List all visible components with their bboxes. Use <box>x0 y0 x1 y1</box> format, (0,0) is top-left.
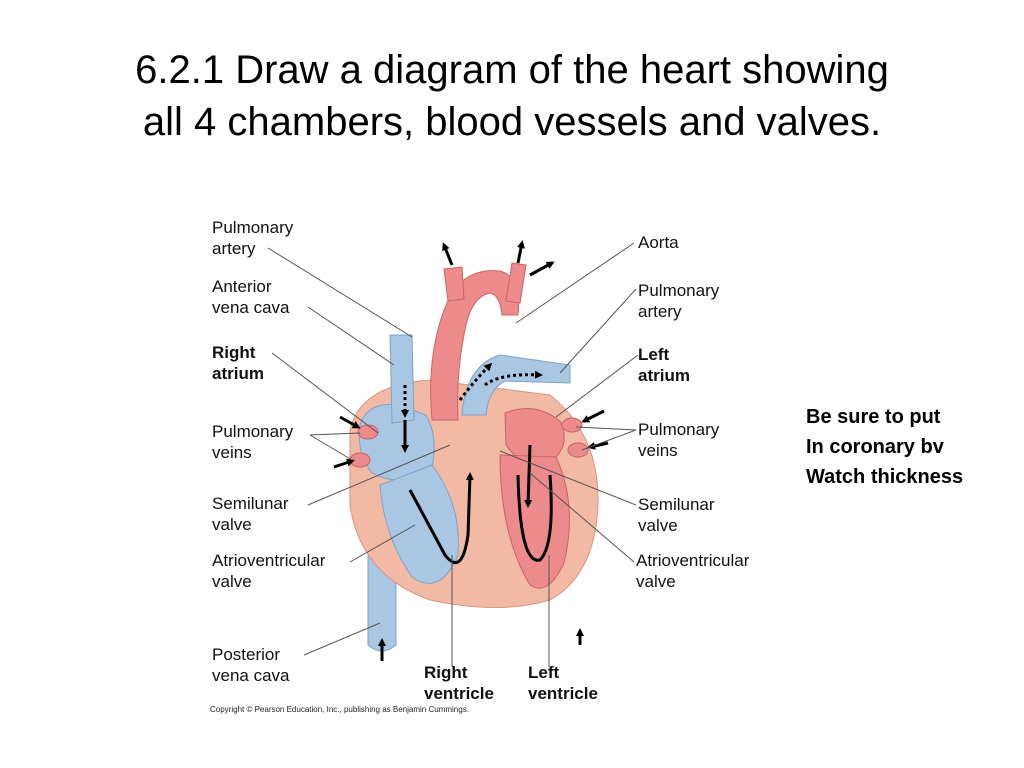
label-pulmonary-veins-right: Pulmonary veins <box>638 420 720 460</box>
aorta-branch-2 <box>505 262 527 304</box>
slide-title: 6.2.1 Draw a diagram of the heart showin… <box>0 44 1024 148</box>
heart-illustration <box>267 240 639 667</box>
aorta-branch-1 <box>443 266 465 302</box>
blood-flow-arrows <box>333 240 609 661</box>
note-line-1: Be sure to put <box>806 406 941 428</box>
pulmonary-vein-left-2 <box>349 452 371 468</box>
label-aorta: Aorta <box>638 233 679 252</box>
note-line-3: Watch thickness <box>806 466 964 488</box>
right-ventricle-chamber <box>379 464 459 584</box>
label-pulmonary-artery-right: Pulmonary artery <box>638 281 720 321</box>
pulmonary-vein-right-2 <box>567 442 589 458</box>
label-right-ventricle: Right ventricle <box>424 663 494 703</box>
label-anterior-vena-cava: Anterior vena cava <box>212 277 290 317</box>
label-right-atrium: Right atrium <box>212 343 264 383</box>
label-pulmonary-artery-left: Pulmonary artery <box>212 218 294 258</box>
anterior-vena-cava-vessel <box>389 334 415 424</box>
label-pulmonary-veins-left: Pulmonary veins <box>212 422 294 462</box>
label-posterior-vena-cava: Posterior vena cava <box>212 645 290 685</box>
label-left-atrium: Left atrium <box>638 345 690 385</box>
label-semilunar-valve-right: Semilunar valve <box>638 495 715 535</box>
pulmonary-vein-left-1 <box>357 424 379 440</box>
heart-diagram: Pulmonary artery Anterior vena cava Righ… <box>200 205 790 725</box>
aorta-vessel <box>430 270 520 421</box>
title-line-2: all 4 chambers, blood vessels and valves… <box>142 100 882 144</box>
label-left-ventricle: Left ventricle <box>528 663 598 703</box>
copyright-text: Copyright © Pearson Education, Inc., pub… <box>210 705 469 714</box>
leader-lines <box>267 242 639 667</box>
instruction-note: Be sure to put In coronary bv Watch thic… <box>806 402 963 492</box>
title-line-1: 6.2.1 Draw a diagram of the heart showin… <box>135 48 889 92</box>
note-line-2: In coronary bv <box>806 436 944 458</box>
label-atrioventricular-valve-right: Atrioventricular valve <box>636 551 750 591</box>
label-atrioventricular-valve-left: Atrioventricular valve <box>212 551 326 591</box>
pulmonary-vein-right-1 <box>561 417 583 433</box>
label-semilunar-valve-left: Semilunar valve <box>212 494 289 534</box>
